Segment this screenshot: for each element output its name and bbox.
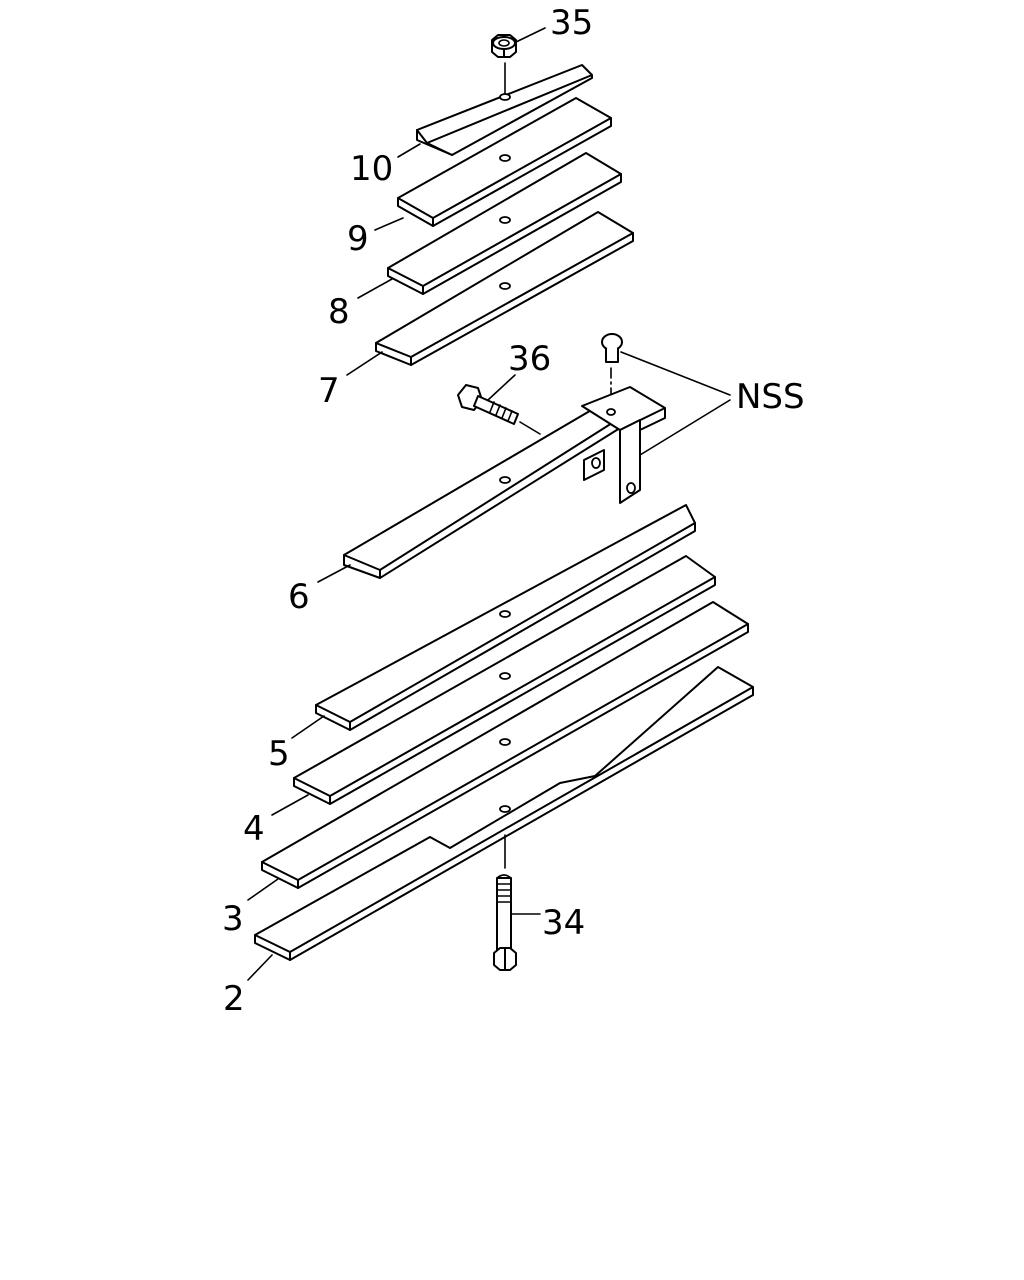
leaf-3 — [261, 601, 749, 889]
part-35-nut — [491, 34, 517, 96]
callout-6: 6 — [288, 577, 310, 617]
callout-35: 35 — [550, 3, 593, 43]
leaf-5 — [315, 504, 696, 731]
callout-9: 9 — [347, 219, 369, 259]
part-34-center-bolt — [493, 874, 517, 971]
callout-5: 5 — [268, 734, 290, 774]
leaf-8 — [387, 152, 622, 295]
callout-nss: NSS — [736, 377, 805, 417]
leaf-4 — [293, 555, 716, 805]
callout-4: 4 — [243, 809, 265, 849]
leaf-10 — [416, 64, 593, 156]
callout-7: 7 — [318, 371, 340, 411]
leaf-7 — [375, 211, 634, 366]
leaf-9 — [397, 97, 612, 227]
leader-lines — [247, 27, 731, 981]
callout-10: 10 — [350, 149, 393, 189]
leaf-2 — [254, 666, 754, 961]
callout-36: 36 — [508, 339, 551, 379]
callout-3: 3 — [222, 899, 244, 939]
part-36-bolt — [457, 384, 541, 435]
leaf-6-with-bracket — [343, 386, 666, 579]
callout-34: 34 — [542, 903, 585, 943]
callout-8: 8 — [328, 292, 350, 332]
callout-2: 2 — [223, 979, 245, 1019]
callout-labels: 35 10 9 8 7 36 NSS 6 5 4 3 2 34 — [222, 3, 805, 1019]
